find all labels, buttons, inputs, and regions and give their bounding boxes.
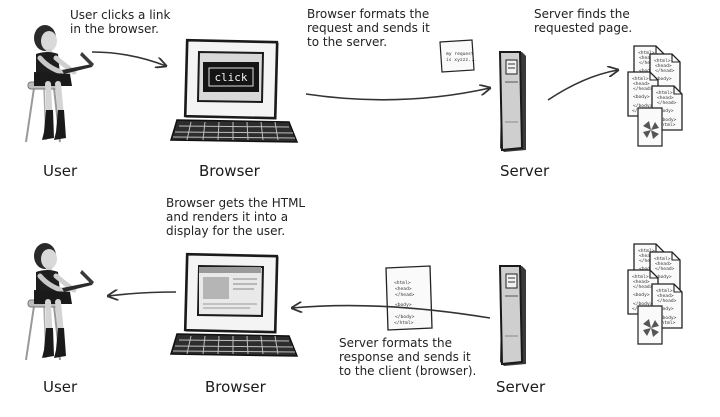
svg-text:</body>: </body>: [395, 314, 415, 320]
caption-user-top: User: [43, 162, 78, 180]
rendered-page-display: [199, 267, 261, 314]
arrow-server-to-pages: [547, 70, 618, 101]
user-figure-top: [26, 25, 94, 142]
caption-browser-top: Browser: [199, 162, 260, 180]
arrow-browser-to-server: [305, 88, 490, 101]
svg-text:<body>: <body>: [395, 302, 412, 308]
note-server-finds-page: Server finds the requested page.: [534, 7, 633, 35]
html-page-stack-top: [628, 46, 682, 146]
svg-text:</head>: </head>: [395, 292, 415, 298]
note-user-clicks-link: User clicks a link in the browser.: [70, 8, 171, 36]
server-tower-top: [499, 51, 527, 153]
screen-click-display: [203, 62, 259, 92]
caption-user-bottom: User: [43, 378, 78, 396]
request-note: my request is xyzzz...: [439, 39, 476, 73]
user-figure-bottom: [26, 243, 94, 360]
caption-server-bottom: Server: [496, 378, 546, 396]
arrow-browser-to-user: [108, 292, 177, 296]
caption-browser-bottom: Browser: [205, 378, 266, 396]
html-page-stack-bottom: [628, 244, 682, 344]
arrow-user-to-browser: [91, 51, 166, 66]
screen-click-border: [208, 67, 254, 87]
svg-text:is xyzzz...: is xyzzz...: [446, 57, 476, 63]
svg-text:my request: my request: [446, 51, 474, 57]
svg-text:<html>: <html>: [394, 280, 411, 286]
note-browser-formats-request: Browser formats the request and sends it…: [307, 7, 430, 49]
svg-text:</html>: </html>: [394, 320, 414, 326]
arrow-server-to-browser: [292, 306, 491, 319]
server-tower-bottom: [499, 265, 527, 367]
screen-click-text: click: [214, 71, 247, 84]
note-browser-renders-html: Browser gets the HTML and renders it int…: [166, 196, 306, 238]
html-response-document: <html> <head> </head> <body> </body> </h…: [385, 265, 433, 331]
note-server-formats-response: Server formats the response and sends it…: [339, 336, 477, 378]
caption-server-top: Server: [500, 162, 550, 180]
svg-text:<head>: <head>: [395, 286, 412, 292]
